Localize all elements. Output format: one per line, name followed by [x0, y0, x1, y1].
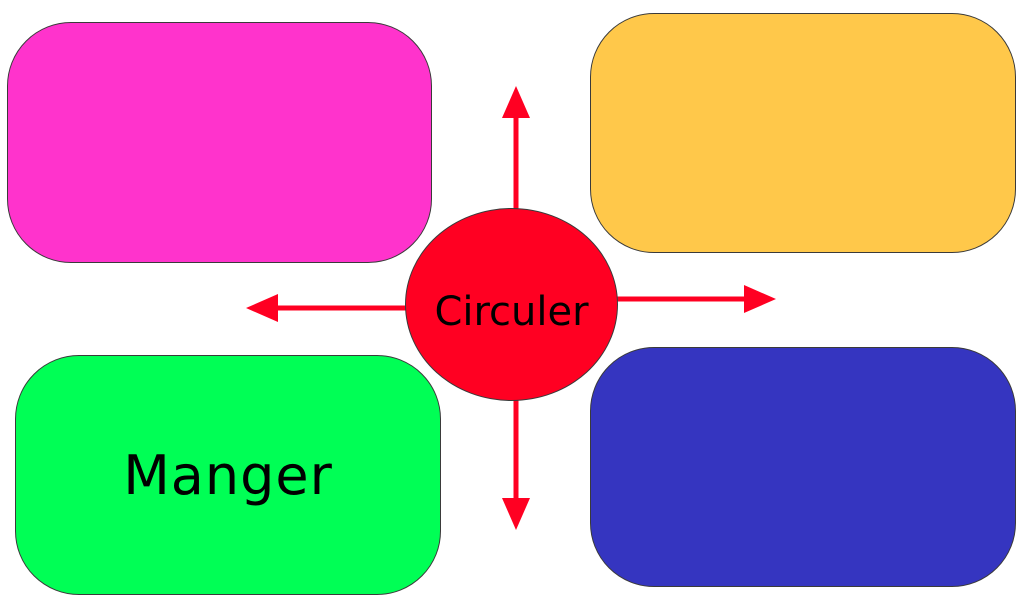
arrow-left-head-icon [246, 294, 278, 322]
top-left-box [7, 22, 432, 263]
center-circle-label: Circuler [434, 288, 589, 335]
bottom-left-box-label: Manger [123, 443, 333, 507]
center-circle: Circuler [405, 208, 618, 401]
arrow-right-head-icon [744, 285, 776, 313]
arrow-down-head-icon [502, 498, 530, 530]
bottom-left-box: Manger [15, 355, 441, 595]
top-right-box [590, 13, 1016, 253]
arrow-up-head-icon [502, 86, 530, 118]
bottom-right-box [590, 347, 1016, 587]
